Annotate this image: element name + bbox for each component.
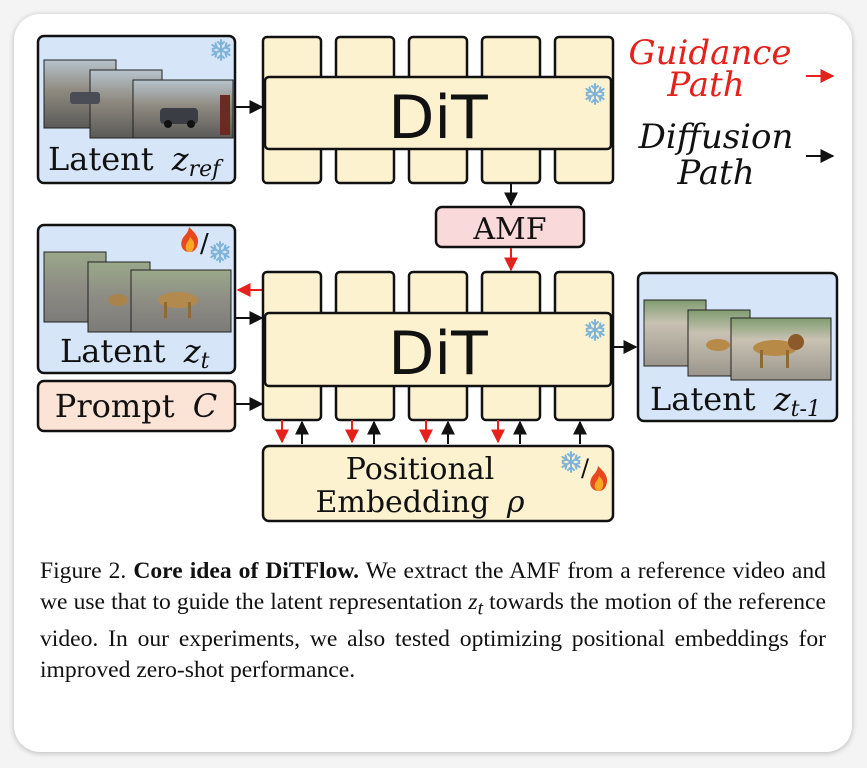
svg-text:Latent zt-1: Latent zt-1 xyxy=(650,380,821,422)
latent-t1-sub: t-1 xyxy=(791,397,821,422)
svg-text:Latent zref: Latent zref xyxy=(48,140,224,182)
positional-embedding-block: Positional Embedding ρ / xyxy=(261,444,615,523)
svg-text:Embedding ρ: Embedding ρ xyxy=(315,485,524,520)
latent-t1-label: Latent xyxy=(650,380,756,418)
latent-ref-var: z xyxy=(171,140,190,178)
output-video-frames xyxy=(643,299,832,381)
legend-diffusion-label-2: Path xyxy=(676,153,754,193)
caption-var-sub: t xyxy=(477,597,484,620)
prompt-symbol: C xyxy=(193,387,217,425)
mode-separator: / xyxy=(200,229,209,259)
reference-video-frames xyxy=(43,59,234,139)
dit-top-label: DiT xyxy=(388,83,488,153)
figure-caption: Figure 2. Core idea of DiTFlow. We extra… xyxy=(40,556,826,685)
caption-text-1: We extract the AMF from a reference vide… xyxy=(40,558,826,615)
noisy-video-frames xyxy=(43,251,232,333)
amf-label: AMF xyxy=(472,212,546,247)
latent-t-var: z xyxy=(183,332,202,370)
legend-guidance-label-1: Guidance xyxy=(628,33,791,73)
latent-t-sub: t xyxy=(201,349,210,374)
positional-label-1: Positional xyxy=(346,452,495,487)
latent-t1-var: z xyxy=(773,380,792,418)
latent-ref-sub: ref xyxy=(189,157,225,182)
dit-top-block: DiT xyxy=(261,35,615,185)
caption-figure-label: Figure 2. xyxy=(40,558,127,584)
svg-text:Prompt C: Prompt C xyxy=(55,387,217,425)
latent-t1-box: Latent zt-1 xyxy=(636,271,839,423)
prompt-box: Prompt C xyxy=(36,379,237,433)
positional-symbol: ρ xyxy=(506,485,525,520)
dit-bottom-block: DiT xyxy=(261,270,615,422)
caption-var: z xyxy=(468,588,478,615)
legend: Guidance Path Diffusion Path xyxy=(628,33,835,193)
latent-t-label: Latent xyxy=(60,332,166,370)
dit-pos-arrows xyxy=(275,420,587,444)
caption-title: Core idea of DiTFlow. xyxy=(133,558,360,584)
legend-guidance-label-2: Path xyxy=(666,65,744,105)
legend-diffusion-label-1: Diffusion xyxy=(638,117,794,157)
prompt-label: Prompt xyxy=(55,387,175,425)
latent-ref-label: Latent xyxy=(48,140,154,178)
caption-text-2: towards the motion of the reference vide… xyxy=(40,588,826,683)
latent-t-box: / Latent zt xyxy=(36,223,237,375)
positional-label-2: Embedding xyxy=(315,485,489,520)
latent-ref-box: Latent zref xyxy=(36,34,237,185)
amf-block: AMF xyxy=(434,205,586,249)
svg-text:Latent zt: Latent zt xyxy=(60,332,210,374)
mode-separator: / xyxy=(581,454,590,482)
ditflow-diagram: Latent zref DiT Guidance Path Diffusion … xyxy=(36,33,839,523)
dit-bottom-label: DiT xyxy=(388,319,488,389)
